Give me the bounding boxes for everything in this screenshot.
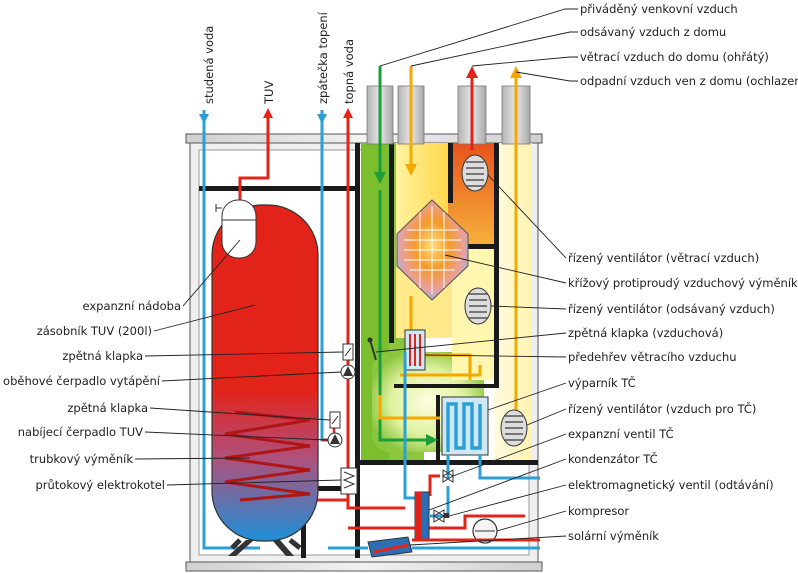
- label-expansion-vessel: expanzní nádoba: [82, 299, 181, 313]
- air-damper-icon: [367, 337, 377, 361]
- fan-extract-icon: [464, 287, 492, 325]
- label-extract-air: odsávaný vzduch z domu: [580, 25, 726, 39]
- label-fan-vent: řízený ventilátor (větrací vzduch): [568, 251, 759, 265]
- label-tank: zásobník TUV (200l): [37, 324, 152, 338]
- label-coil-exchanger: trubkový výměník: [30, 452, 134, 466]
- label-circ-pump: oběhové čerpadlo vytápění: [3, 374, 161, 388]
- fan-hp-icon: [500, 409, 528, 447]
- evaporator-icon: [441, 396, 489, 456]
- label-cold-water: studená voda: [202, 26, 216, 104]
- air-ducts: [366, 85, 531, 145]
- air-flow-arrows: [374, 66, 522, 446]
- label-air-damper: zpětná klapka (vzduchová): [568, 326, 723, 340]
- flow-heater-icon: [340, 467, 358, 495]
- leader-lines: [134, 8, 578, 546]
- label-charge-pump: nabíjecí čerpadlo TUV: [18, 425, 143, 439]
- label-heating-return: zpátečka topení: [316, 11, 330, 104]
- label-check-valve-2: zpětná klapka: [67, 401, 148, 415]
- label-check-valve-1: zpětná klapka: [62, 349, 143, 363]
- preheater-icon: [404, 329, 426, 371]
- charge-pump-icon: [327, 432, 343, 448]
- label-condenser: kondenzátor TČ: [568, 451, 658, 466]
- cross-heat-exchanger: [396, 199, 469, 301]
- left-labels: expanzní nádoba zásobník TUV (200l) zpět…: [3, 299, 181, 492]
- label-evaporator: výparník TČ: [568, 375, 636, 390]
- label-solar-exchanger: solární výměník: [568, 529, 659, 543]
- fan-vent-icon: [461, 154, 489, 192]
- right-labels: řízený ventilátor (větrací vzduch) křížo…: [568, 251, 798, 543]
- check-valve-2-icon: [329, 411, 341, 429]
- condenser-icon: [414, 491, 430, 541]
- check-valve-1-icon: [342, 343, 354, 361]
- label-tuv: TUV: [262, 81, 276, 105]
- label-fan-extract: řízený ventilátor (odsávaný vzduch): [568, 302, 775, 316]
- label-expansion-valve: expanzní ventil TČ: [568, 426, 674, 441]
- label-cross-exchanger: křížový protiproudý vzduchový výměník: [568, 276, 798, 290]
- solar-exchanger-icon: [367, 536, 413, 558]
- pipe-labels: studená voda TUV zpátečka topení topná v…: [202, 11, 356, 105]
- expansion-vessel-icon: [215, 199, 257, 259]
- top-labels: přiváděný venkovní vzduch odsávaný vzduc…: [580, 2, 798, 88]
- solenoid-valve-icon: [433, 509, 449, 523]
- label-exhaust-air-out: odpadní vzduch ven z domu (ochlazený): [580, 74, 798, 88]
- label-preheater: předehřev větracího vzduchu: [568, 350, 737, 364]
- label-heating-water: topná voda: [342, 39, 356, 104]
- tuv-tank: [211, 204, 319, 556]
- label-solenoid-valve: elektromagnetický ventil (odtávání): [568, 478, 774, 492]
- label-fan-hp: řízený ventilátor (vzduch pro TČ): [568, 401, 756, 416]
- label-supply-air-in: přiváděný venkovní vzduch: [580, 2, 738, 16]
- label-flow-heater: průtokový elektrokotel: [35, 478, 165, 492]
- circulation-pump-icon: [340, 364, 356, 380]
- label-compressor: kompresor: [568, 504, 629, 518]
- label-vent-air-home: větrací vzduch do domu (ohřátý): [580, 50, 769, 64]
